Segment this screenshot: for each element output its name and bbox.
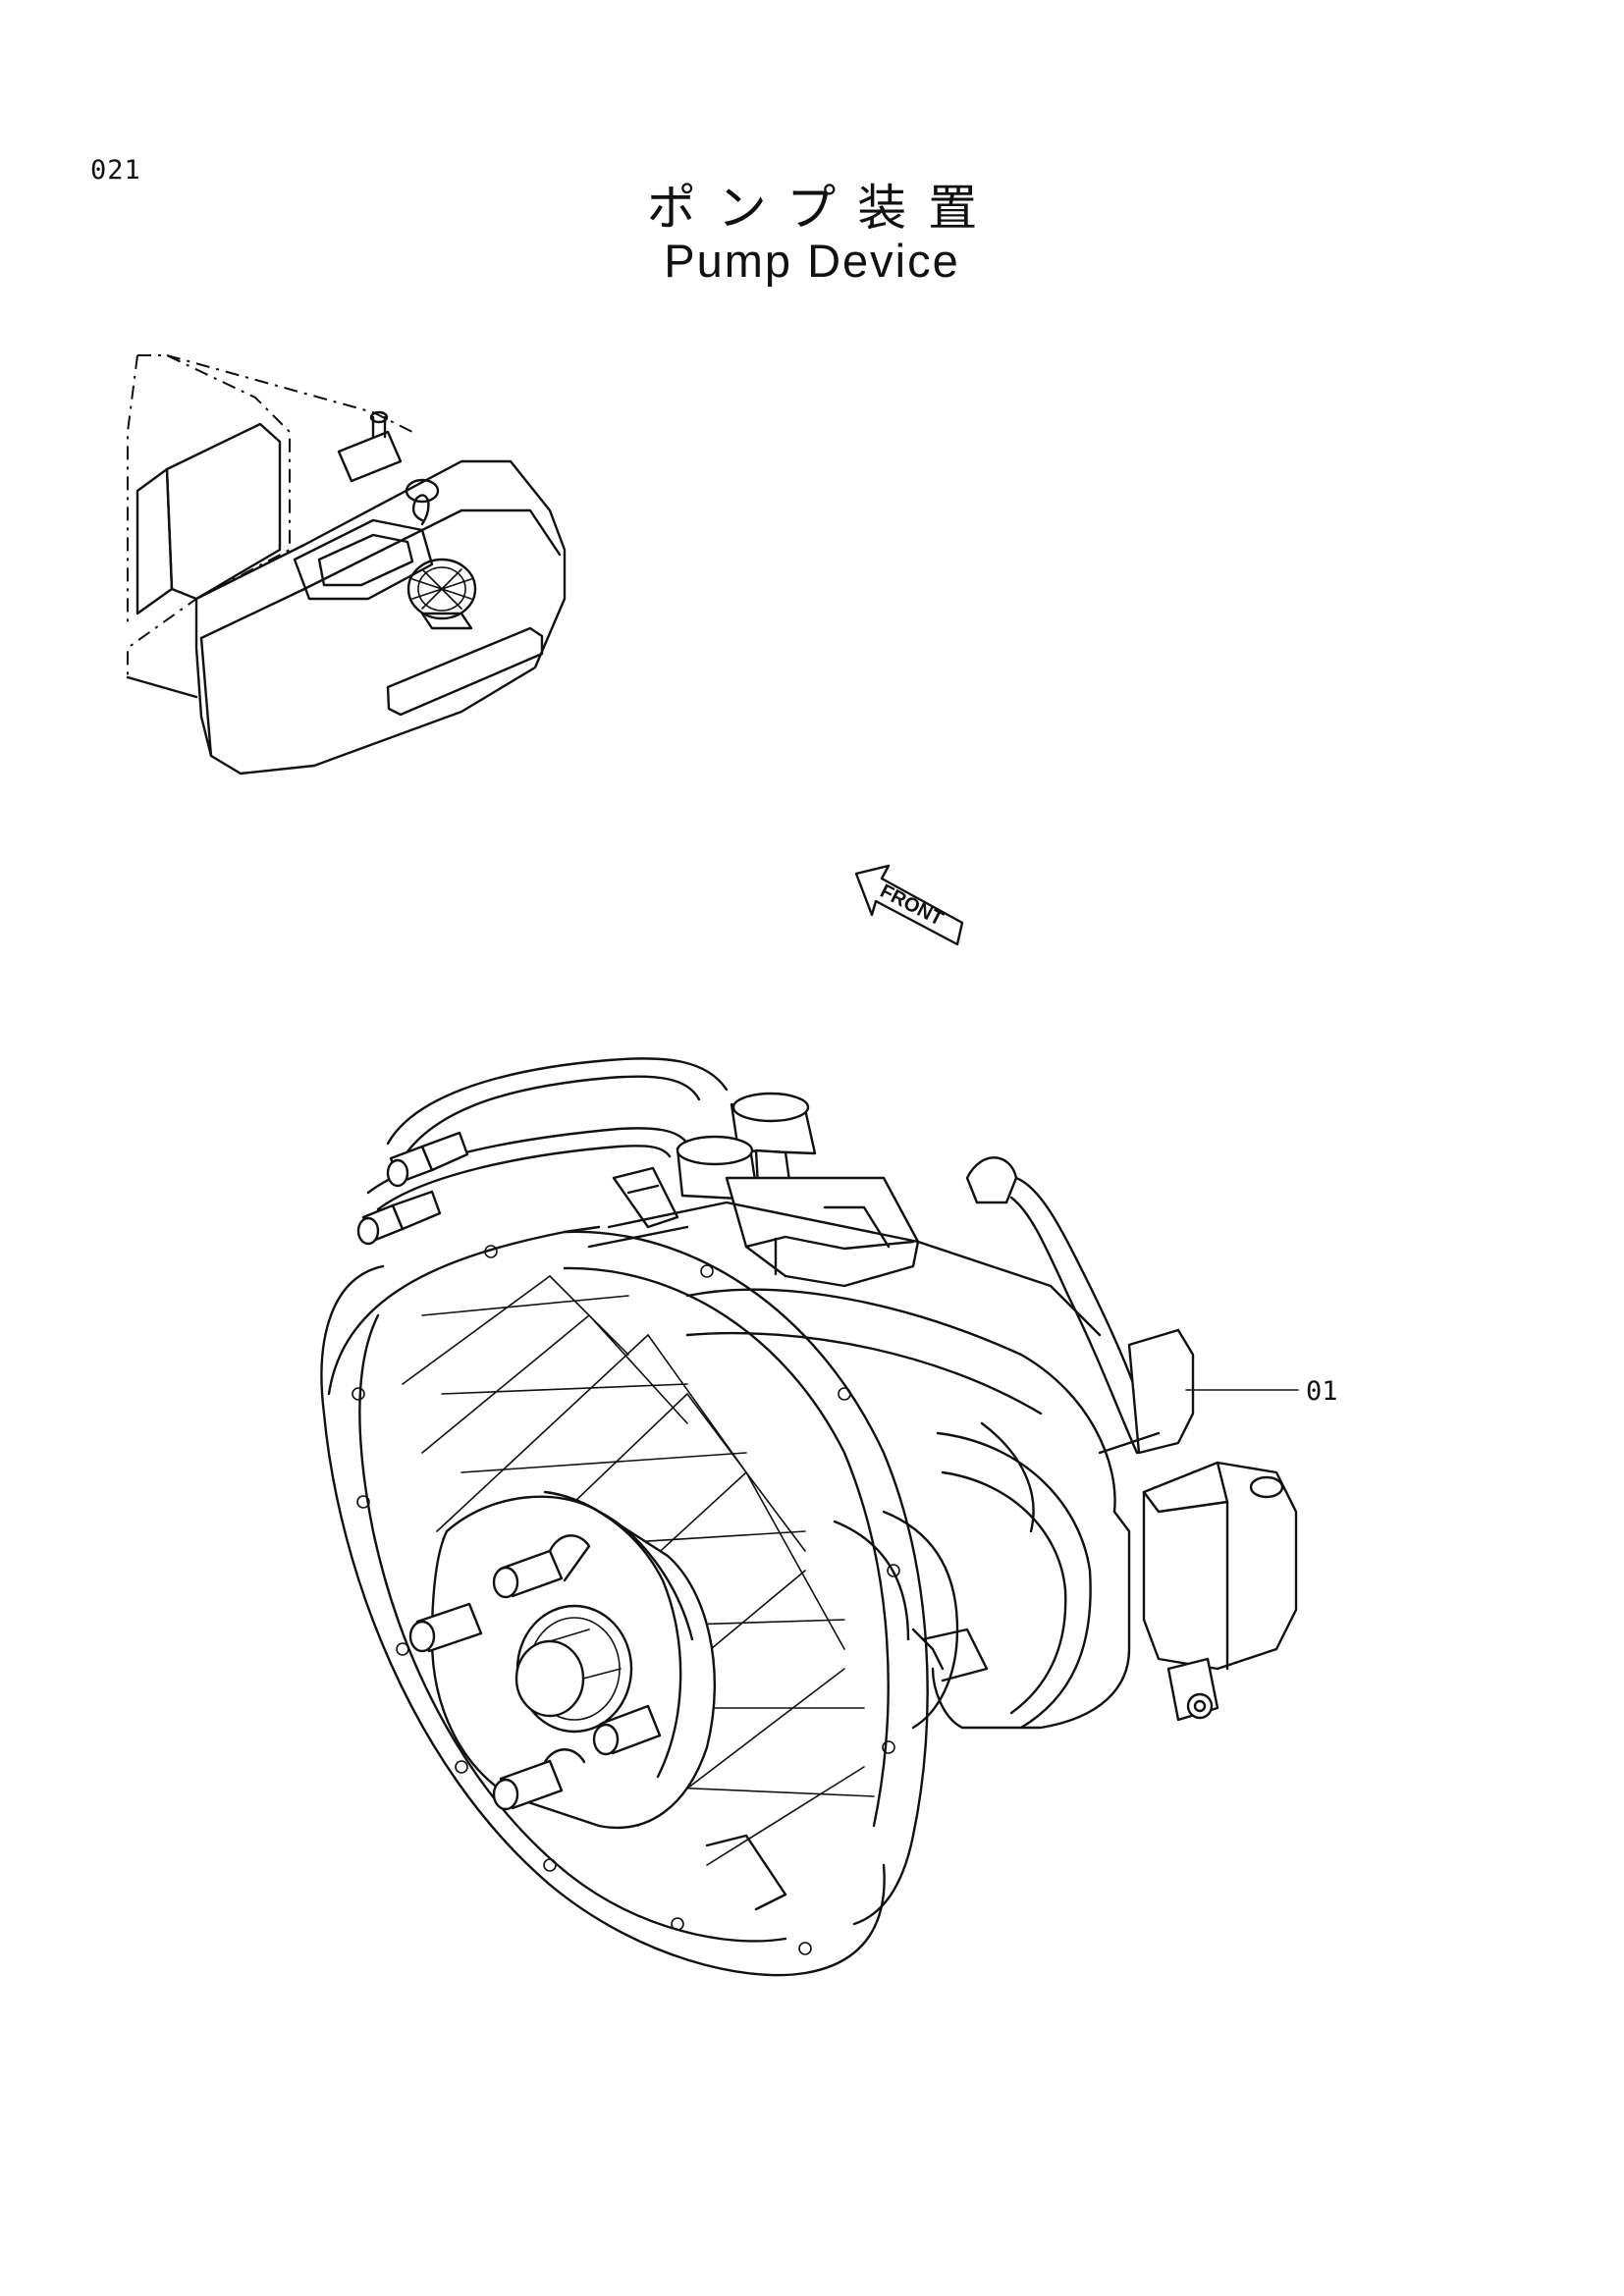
pump-location-highlight	[406, 558, 477, 630]
flywheel-housing	[320, 1225, 929, 1977]
title-english: Pump Device	[664, 235, 960, 287]
drive-coupling	[408, 1490, 717, 1830]
callout-01: 01	[1185, 1376, 1338, 1407]
callout-01-label: 01	[1306, 1376, 1338, 1407]
sensor-connector-upper	[386, 1131, 469, 1188]
elbow-fitting	[965, 1156, 1156, 1455]
coupling-stud-2	[408, 1602, 483, 1653]
coupling-stud-4	[492, 1759, 564, 1811]
page-number: 021	[90, 155, 141, 186]
front-direction-arrow: FRONT	[854, 864, 964, 946]
coupling-stud-1	[492, 1549, 564, 1599]
sensor-connector-lower	[356, 1190, 442, 1246]
coupling-stud-3	[592, 1704, 662, 1756]
machine-locator-illustration	[126, 354, 567, 775]
pump-assembly-illustration	[320, 1057, 1298, 1977]
title-japanese: ポンプ装置	[646, 180, 1000, 237]
pilot-gear-pump	[1142, 1461, 1298, 1722]
